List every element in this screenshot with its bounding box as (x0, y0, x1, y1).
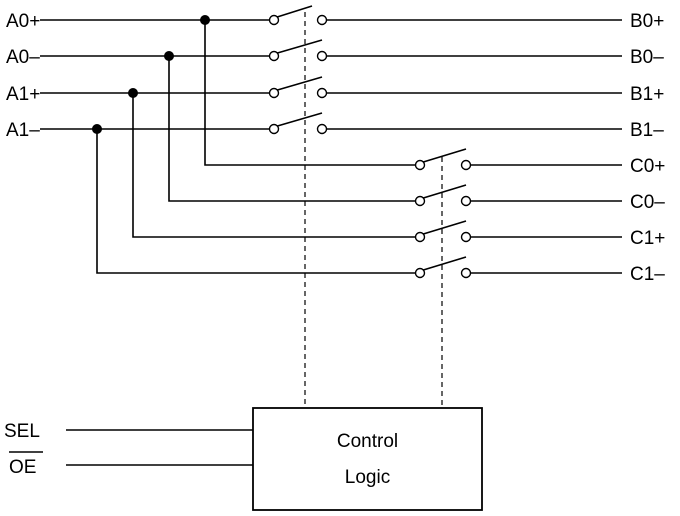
port-label-b0n: B0– (630, 47, 664, 68)
port-label-c0p: C0+ (630, 156, 665, 177)
port-label-a0p: A0+ (6, 11, 40, 32)
port-label-a1p: A1+ (6, 84, 40, 105)
c-switches (419, 148, 467, 272)
port-label-b1p: B1+ (630, 84, 664, 105)
control-logic-box (252, 407, 483, 511)
port-label-a1n: A1– (6, 120, 40, 141)
control-label: Control (337, 431, 398, 452)
port-label-c0n: C0– (630, 192, 665, 213)
port-label-b1n: B1– (630, 120, 664, 141)
port-label-c1n: C1– (630, 264, 665, 285)
port-label-a0n: A0– (6, 47, 40, 68)
b-switches (273, 5, 323, 128)
b-contacts (268, 14, 328, 135)
a-to-b-wires (40, 19, 622, 130)
oe-label: OE (9, 457, 36, 478)
logic-label: Logic (345, 467, 390, 488)
port-label-c1p: C1+ (630, 228, 665, 249)
sel-label: SEL (4, 421, 40, 442)
tap-wires (96, 20, 622, 274)
junction-dots (92, 15, 210, 134)
port-label-b0p: B0+ (630, 11, 664, 32)
c-contacts (414, 159, 472, 279)
